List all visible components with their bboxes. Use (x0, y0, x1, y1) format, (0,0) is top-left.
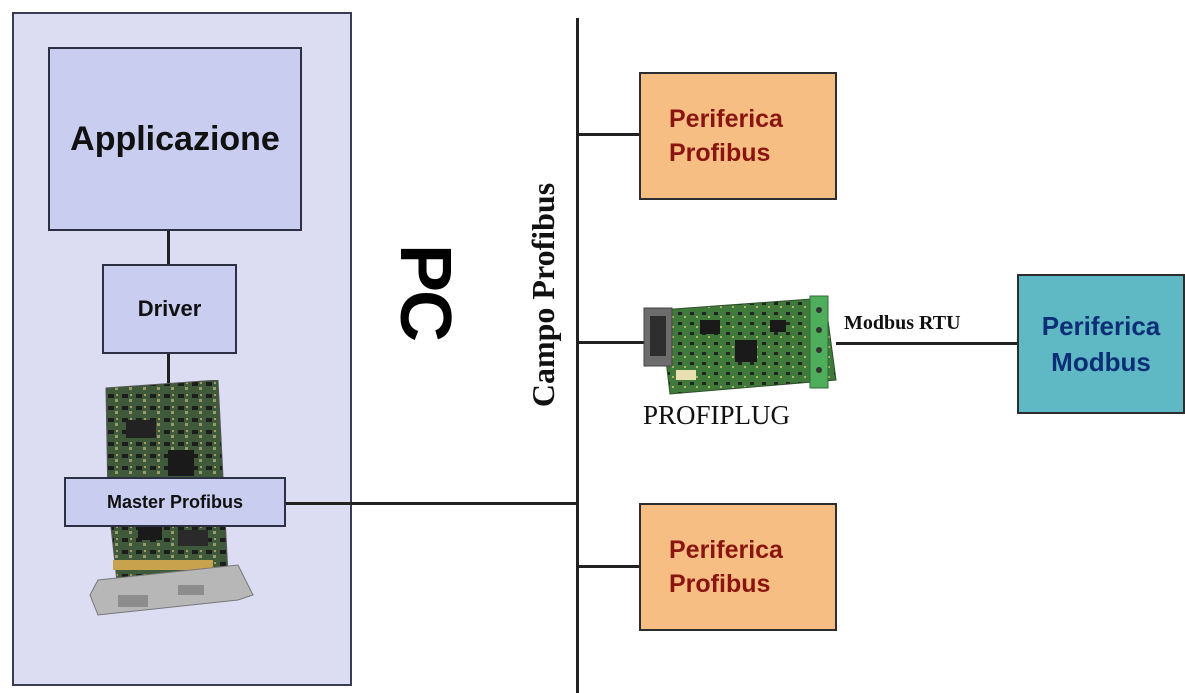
profibus-device-top-line2: Profibus (669, 139, 771, 167)
profibus-device-bottom-line2: Profibus (669, 570, 771, 598)
connector-driver-card (167, 354, 170, 404)
driver-label: Driver (137, 296, 202, 321)
application-label: Applicazione (70, 119, 280, 158)
profibus-device-bottom: Periferica Profibus (639, 503, 837, 631)
connector-bus-device-bottom (578, 565, 640, 568)
connector-bus-gateway (578, 341, 644, 344)
pc-label-wrap: PC (375, 244, 475, 340)
connector-bus-device-top (578, 133, 640, 136)
master-profibus-box: Master Profibus (64, 477, 286, 527)
master-profibus-label: Master Profibus (106, 491, 244, 512)
modbus-device-line2: Modbus (1051, 347, 1151, 377)
profibus-device-bottom-line1: Periferica (669, 536, 783, 564)
profibus-device-top: Periferica Profibus (639, 72, 837, 200)
bus-label-wrap: Campo Profibus (525, 183, 561, 407)
modbus-device-line1: Periferica (1041, 311, 1161, 341)
connector-master-bus (286, 502, 578, 505)
profibus-bus-line (576, 18, 579, 693)
connector-gateway-modbus (836, 342, 1018, 345)
profiplug-label: PROFIPLUG (643, 400, 791, 430)
application-box: Applicazione (48, 47, 302, 231)
modbus-rtu-label: Modbus RTU (844, 312, 961, 334)
bus-label: Campo Profibus (524, 182, 561, 408)
driver-box: Driver (102, 264, 237, 354)
profibus-card-image (89, 380, 254, 616)
modbus-device: Periferica Modbus (1017, 274, 1185, 414)
profiplug-image (643, 295, 837, 395)
profibus-device-top-line1: Periferica (669, 105, 783, 133)
pc-label: PC (385, 243, 465, 341)
connector-app-driver (167, 231, 170, 266)
